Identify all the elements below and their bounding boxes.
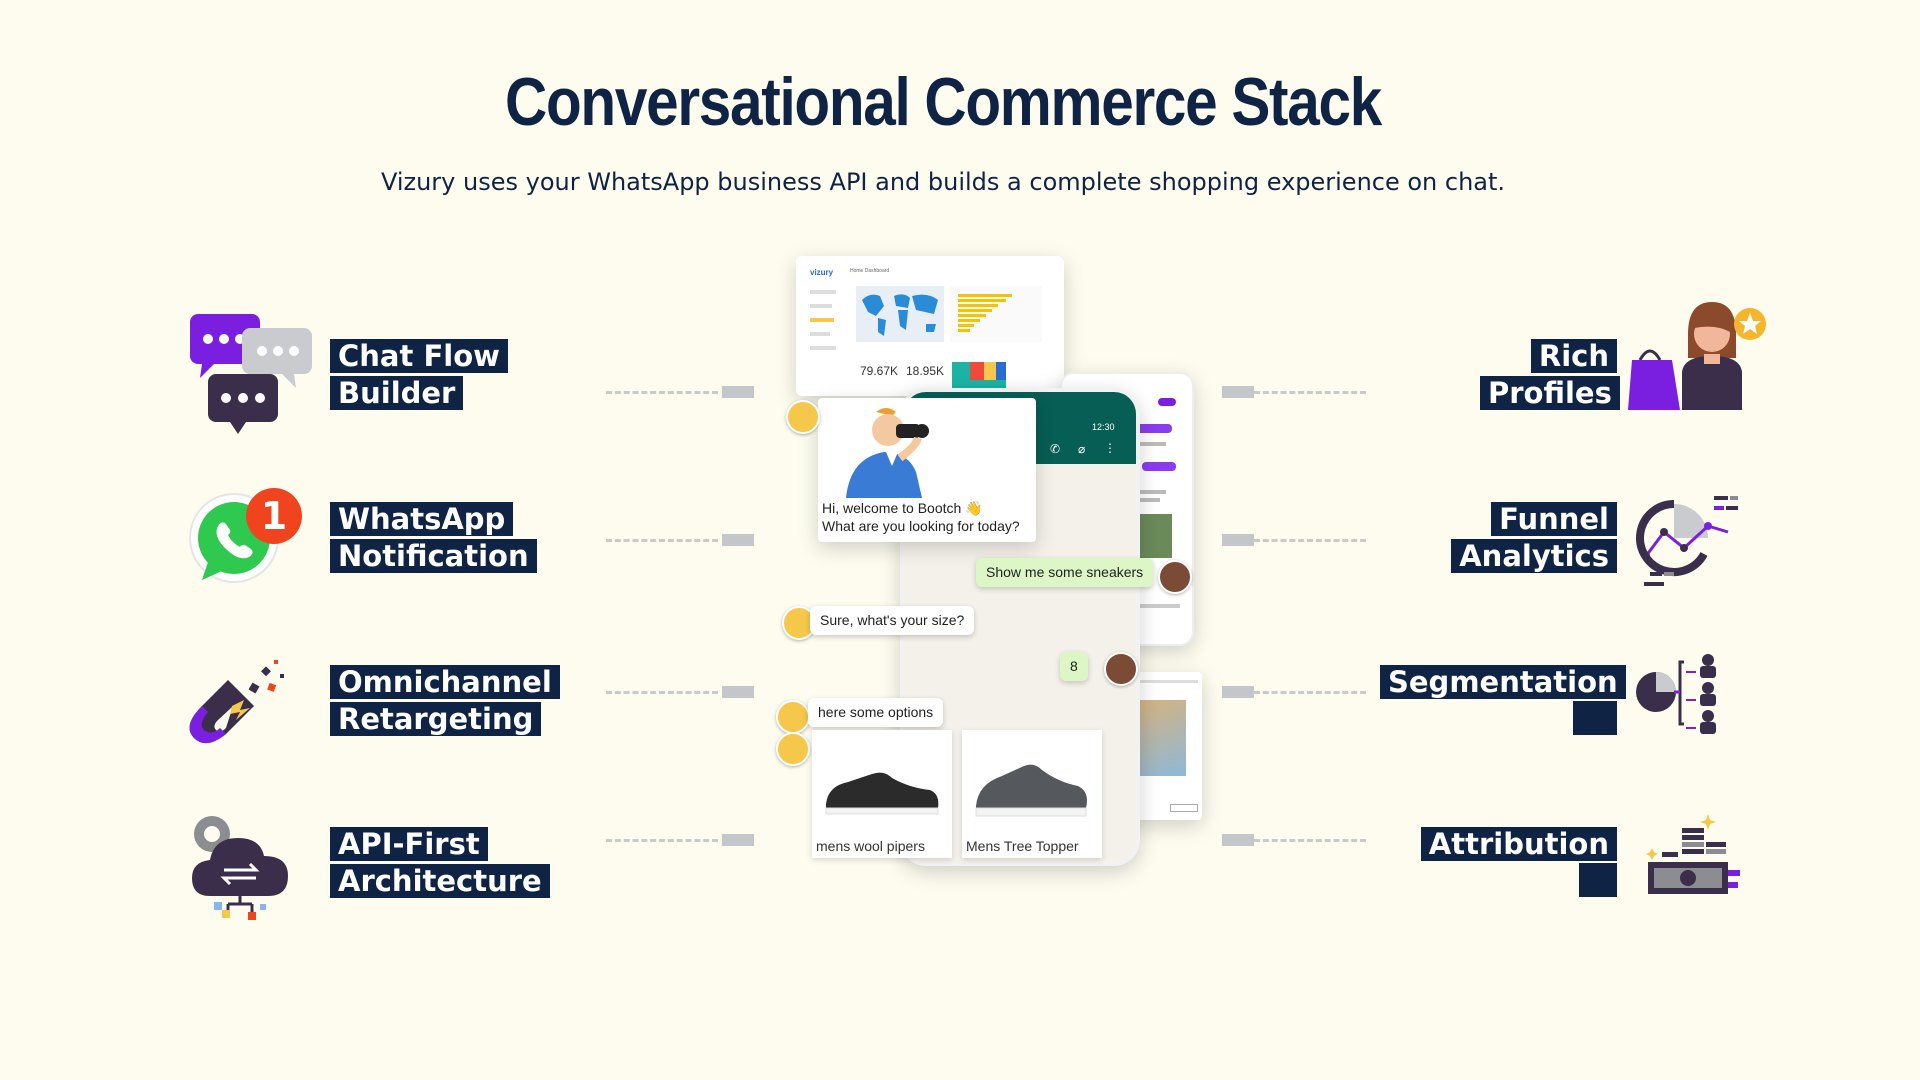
shopper-profile-icon [1628,298,1768,410]
connector-line [606,391,718,394]
connector-line [1254,691,1366,694]
phone-status-time: 12:30 [1092,422,1115,432]
cloud-api-icon [190,812,300,920]
connector-tab [722,534,754,546]
page-title: Conversational Commerce Stack [505,64,1382,140]
feature-attribution: Attribution [1420,826,1617,907]
segmentation-icon [1634,652,1724,736]
connector-line [606,539,718,542]
bot-avatar [776,732,810,766]
whatsapp-icon: 1 [188,486,306,586]
page-subtitle: Vizury uses your WhatsApp business API a… [380,168,1506,196]
feature-label-line: Architecture [330,864,550,898]
feature-label-line: Omnichannel [330,665,560,699]
feature-api-first-architecture: API-First Architecture [330,826,550,900]
product-card[interactable]: mens wool pipers [812,730,952,858]
connector-line [606,691,718,694]
product-name: Mens Tree Topper [966,838,1079,854]
magnet-icon [188,654,288,754]
feature-whatsapp-notification: WhatsApp Notification [330,501,537,575]
sneaker-icon [975,764,1087,817]
connector-tab [1222,534,1254,546]
user-avatar [1158,560,1192,594]
bot-message-options: here some options [808,698,944,727]
dashboard-stat-2: 18.95K [906,364,945,378]
feature-rich-profiles: Rich Profiles [1480,338,1620,412]
feature-label-line: Attribution [1420,827,1617,861]
connector-tab [722,834,754,846]
user-avatar [1104,652,1138,686]
product-card[interactable]: Mens Tree Topper [962,730,1102,858]
product-name: mens wool pipers [816,838,925,854]
feature-chat-flow-builder: Chat Flow Builder [330,338,508,412]
feature-label-line: Rich [1530,339,1617,373]
bot-avatar [786,400,820,434]
bot-message-size: Sure, what's your size? [810,606,975,635]
user-message-sneakers: Show me some sneakers [976,558,1154,587]
connector-tab [1222,834,1254,846]
notification-badge: 1 [260,494,288,538]
dashboard-stat-1: 79.67K [860,364,899,378]
attribution-icon [1634,814,1744,898]
welcome-text-line-2: What are you looking for today? [822,518,1020,534]
connector-tab [1222,386,1254,398]
feature-funnel-analytics: Funnel Analytics [1440,501,1617,575]
dashboard-preview: vizury Home Dashboard 79.67K 18.95K [796,256,1064,396]
feature-omnichannel-retargeting: Omnichannel Retargeting [330,664,560,738]
feature-label-blank [1579,863,1617,897]
feature-label-line: Notification [330,539,537,573]
feature-label-line: Analytics [1451,539,1617,573]
mascot-illustration [826,402,946,498]
connector-line [606,839,718,842]
dashboard-logo: vizury [810,268,834,277]
attach-icon[interactable]: ⌀ [1078,442,1086,456]
chat-bubbles-icon [188,312,316,436]
connector-tab [722,386,754,398]
funnel-analytics-icon [1634,492,1744,592]
welcome-message: Hi, welcome to Bootch 👋 What are you loo… [818,398,1036,542]
dashboard-world-map [856,286,944,342]
feature-label-line: WhatsApp [330,502,514,536]
dashboard-sidebar [810,290,840,380]
connector-line [1254,539,1366,542]
more-options-icon[interactable]: ⋮ [1104,441,1116,455]
call-icon[interactable]: ✆ [1050,442,1061,456]
user-message-size: 8 [1060,652,1088,681]
sneaker-icon [825,772,939,815]
feature-label-blank [1573,701,1617,735]
connector-line [1254,839,1366,842]
feature-label-line: Segmentation [1380,665,1626,699]
feature-label-line: Profiles [1480,376,1620,410]
welcome-text-line-1: Hi, welcome to Bootch 👋 [822,500,983,516]
feature-label-line: Chat Flow [330,339,508,373]
dashboard-title: Home Dashboard [850,268,890,274]
feature-label-line: Retargeting [330,702,542,736]
connector-tab [722,686,754,698]
connector-tab [1222,686,1254,698]
feature-label-line: Builder [330,376,464,410]
feature-segmentation: Segmentation [1380,664,1626,745]
connector-line [1254,391,1366,394]
dashboard-bar-chart [950,286,1042,342]
feature-label-line: API-First [330,827,488,861]
feature-label-line: Funnel [1491,502,1617,536]
bot-avatar [776,700,810,734]
